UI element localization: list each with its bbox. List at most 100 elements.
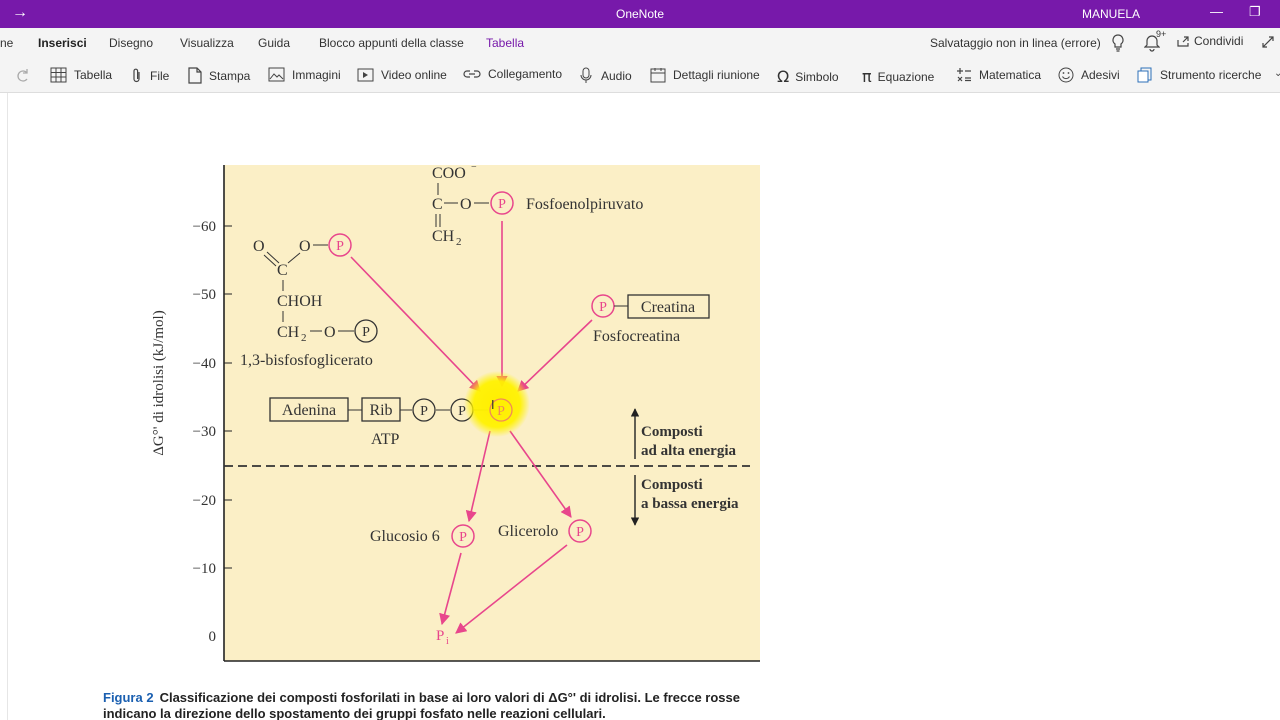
svg-text:P: P (362, 325, 370, 340)
high-energy-label-2: ad alta energia (641, 443, 736, 459)
ribbon-label: Matematica (979, 68, 1042, 82)
microphone-icon (580, 67, 592, 83)
ribbon-commands: Tabella File Stampa Immagini Video onlin… (0, 58, 1280, 93)
omega-icon: Ω (777, 67, 790, 86)
phosphate-atp-gamma: P (489, 398, 513, 422)
insert-table-button[interactable]: Tabella (50, 67, 112, 83)
arrow-creatine-to-atp (517, 319, 593, 392)
y-tick-label: −10 (193, 561, 216, 577)
research-icon (1137, 67, 1152, 83)
math-button[interactable]: Matematica (956, 67, 1041, 83)
ribbon-label: Equazione (877, 69, 935, 84)
glucose-label: Glucosio 6 (370, 528, 440, 545)
app-title: OneNote (615, 7, 665, 21)
insert-video-button[interactable]: Video online (357, 67, 447, 83)
expand-icon[interactable] (1261, 35, 1275, 52)
high-energy-label-1: Composti (641, 424, 703, 440)
insert-file-button[interactable]: File (130, 67, 169, 84)
insert-images-button[interactable]: Immagini (268, 67, 341, 82)
y-tick-label: −30 (193, 424, 216, 440)
tab-blocco-appunti[interactable]: Blocco appunti della classe (319, 36, 464, 50)
insert-audio-button[interactable]: Audio (578, 67, 632, 84)
lightbulb-icon[interactable] (1111, 34, 1125, 55)
phosphate-atp-alpha: P (412, 398, 436, 422)
adenine-label: Adenina (282, 402, 336, 419)
svg-text:i: i (446, 636, 449, 647)
caption-label: Figura 2 (103, 690, 154, 705)
phosphate-pep: P (490, 191, 514, 215)
arrow-atp-to-glucose (465, 430, 491, 523)
insert-symbol-button[interactable]: Ω Simbolo (777, 67, 839, 86)
page-content[interactable]: ΔG°' di idrolisi (kJ/mol) −60 −50 −40 −3… (0, 93, 1280, 720)
paperclip-icon (133, 68, 140, 83)
calendar-icon (650, 68, 666, 83)
tab-inserisci[interactable]: Inserisci (38, 36, 87, 60)
insert-link-button[interactable]: Collegamento (463, 67, 562, 81)
title-bar: → OneNote MANUELA — ❐ (0, 0, 1280, 28)
bpg-ch2: CH (277, 324, 300, 341)
phosphate-bpg-1: P (328, 233, 352, 257)
creatine-box (627, 294, 710, 319)
tab-tabella[interactable]: Tabella (486, 36, 525, 50)
table-icon (50, 67, 67, 83)
user-name[interactable]: MANUELA (1082, 7, 1141, 21)
y-tick-label: −20 (193, 493, 216, 509)
bpg-c: C (277, 262, 288, 279)
minimize-icon[interactable]: — (1210, 4, 1223, 19)
ribbon-label: Collegamento (488, 67, 563, 81)
insert-equation-button[interactable]: π Equazione (862, 67, 934, 86)
video-icon (357, 68, 374, 82)
image-icon (268, 67, 285, 82)
y-tick-label: 0 (209, 629, 217, 645)
document-icon (188, 67, 202, 84)
tab-partial[interactable]: ne (0, 36, 14, 50)
low-energy-label-1: Composti (641, 477, 703, 493)
pep-ch2: CH (432, 228, 455, 245)
chevron-down-icon[interactable]: ⌄ (1274, 68, 1280, 79)
inorganic-phosphate: P i (436, 628, 449, 647)
sync-status[interactable]: Salvataggio non in linea (errore) (930, 36, 1101, 50)
share-label: Condividi (1194, 34, 1244, 48)
svg-text:P: P (599, 300, 607, 315)
ribbon-label: Adesivi (1081, 68, 1120, 82)
bpg-o3: O (324, 324, 336, 341)
redo-icon[interactable] (14, 67, 30, 86)
bpg-name: 1,3-bisfosfoglicerato (240, 352, 373, 369)
ribbon-label: Video online (381, 68, 447, 82)
svg-text:P: P (458, 404, 466, 419)
share-button[interactable]: Condividi (1176, 34, 1243, 48)
smiley-icon (1058, 67, 1074, 83)
researcher-button[interactable]: Strumento ricerche (1137, 67, 1261, 83)
creatine-label: Creatina (641, 299, 695, 316)
notifications-badge: 9+ (1156, 29, 1167, 39)
caption-text: Classificazione dei composti fosforilati… (103, 690, 740, 720)
y-tick-label: −60 (193, 219, 216, 235)
ribbon-label: Strumento ricerche (1160, 68, 1262, 82)
tab-disegno[interactable]: Disegno (109, 36, 154, 50)
phosphate-bpg-2: P (354, 319, 378, 343)
bpg-o: O (253, 238, 265, 255)
glycerol-label: Glicerolo (498, 523, 558, 540)
stickers-button[interactable]: Adesivi (1058, 67, 1120, 83)
insert-printout-button[interactable]: Stampa (188, 67, 250, 84)
arrow-right-icon[interactable]: → (12, 4, 28, 21)
arrow-glucose-to-pi (439, 552, 462, 626)
bpg-subscript: 2 (301, 332, 307, 344)
tab-guida[interactable]: Guida (258, 36, 291, 50)
svg-text:P: P (498, 197, 506, 212)
link-icon (463, 70, 481, 78)
phosphate-creatine: P (591, 294, 615, 318)
bell-icon[interactable] (1143, 34, 1161, 55)
svg-text:P: P (336, 239, 344, 254)
atp-label: ATP (371, 431, 400, 448)
phosphocreatine-label: Fosfocreatina (593, 328, 680, 345)
insert-meeting-details-button[interactable]: Dettagli riunione (650, 67, 760, 83)
ribbon-label: File (150, 68, 170, 83)
pep-c: C (432, 196, 443, 213)
share-icon (1177, 36, 1189, 47)
margin-line (7, 93, 8, 720)
cursor-highlight (464, 371, 530, 437)
tab-visualizza[interactable]: Visualizza (180, 36, 234, 50)
restore-icon[interactable]: ❐ (1249, 4, 1261, 19)
ribose-label: Rib (369, 402, 392, 419)
